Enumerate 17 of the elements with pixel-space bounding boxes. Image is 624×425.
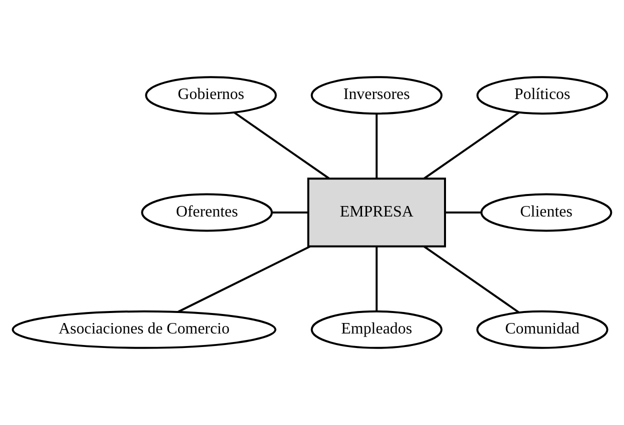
connector [178, 246, 310, 313]
connector [376, 114, 378, 179]
node-ellipse: Clientes [480, 193, 612, 232]
node-ellipse: Oferentes [141, 193, 273, 232]
node-ellipse: Inversores [310, 76, 442, 115]
connector [424, 112, 520, 180]
connector [424, 246, 520, 314]
connector [445, 212, 482, 214]
node-box: EMPRESA [307, 178, 446, 248]
connector [272, 212, 308, 214]
node-ellipse: Políticos [476, 76, 608, 115]
node-ellipse: Comunidad [476, 310, 608, 349]
node-ellipse: Asociaciones de Comercio [12, 310, 276, 349]
connector [234, 112, 330, 180]
connector [376, 246, 378, 311]
node-ellipse: Gobiernos [145, 76, 277, 115]
node-ellipse: Empleados [310, 310, 442, 349]
